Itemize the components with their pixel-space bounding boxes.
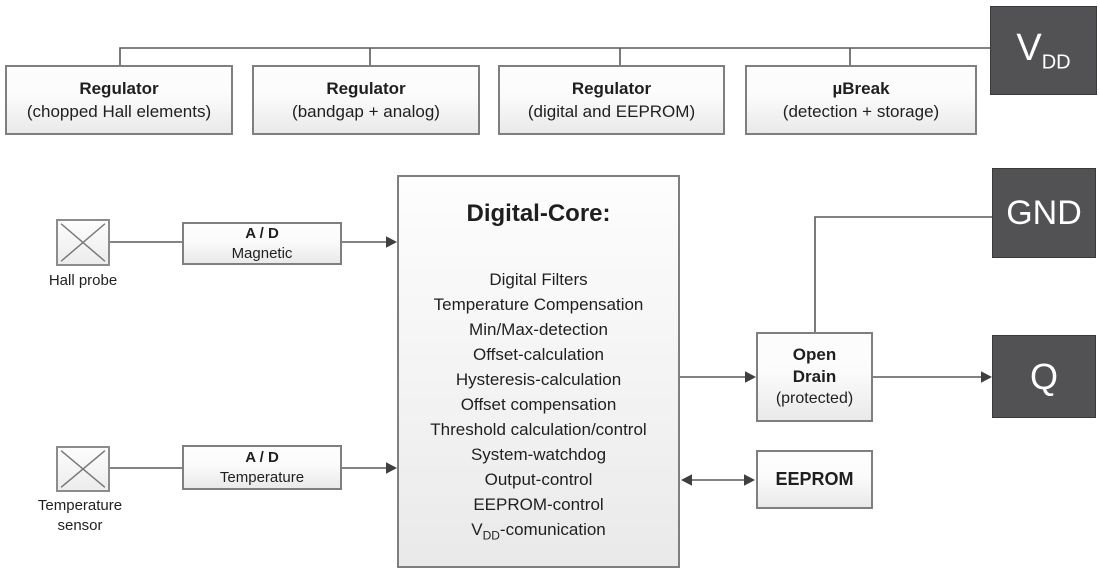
regulator-digital-title: Regulator xyxy=(571,79,652,98)
core-function-output-control: Output-control xyxy=(484,470,593,489)
digital-core-function-list: Digital Filters Temperature Compensation… xyxy=(399,267,678,548)
hall-probe-icon xyxy=(56,219,110,266)
core-function-temp-compensation: Temperature Compensation xyxy=(433,295,644,314)
vdd-pin-label: VDD xyxy=(1016,26,1071,74)
gnd-pin-label: GND xyxy=(1006,193,1082,232)
vdd-bus-line xyxy=(119,47,990,65)
digital-core-box: Digital-Core: Digital Filters Temperatur… xyxy=(397,175,680,568)
regulator-bandgap-box: Regulator (bandgap + analog) xyxy=(252,65,480,135)
regulator-digital-subtitle: (digital and EEPROM) xyxy=(527,102,696,121)
core-function-threshold-control: Threshold calculation/control xyxy=(430,420,647,439)
ubreak-box: µBreak (detection + storage) xyxy=(745,65,977,135)
adc-magnetic-title: A / D xyxy=(245,224,279,242)
q-pin-label: Q xyxy=(1029,355,1058,397)
q-pin: Q xyxy=(992,335,1096,418)
regulator-hall-subtitle: (chopped Hall elements) xyxy=(26,102,212,121)
regulator-hall-title: Regulator xyxy=(79,79,159,98)
arrowhead-adc-temp-to-core xyxy=(386,462,397,474)
temperature-sensor-label-line2: sensor xyxy=(57,517,103,534)
core-function-vdd-comunication: VDD-comunication xyxy=(471,520,606,543)
arrowhead-open-drain-to-q xyxy=(981,371,992,383)
adc-magnetic-box: A / D Magnetic xyxy=(182,222,342,265)
ubreak-subtitle: (detection + storage) xyxy=(782,102,940,121)
ubreak-title: µBreak xyxy=(832,79,890,98)
core-function-system-watchdog: System-watchdog xyxy=(470,445,607,464)
wire-open-drain-to-gnd xyxy=(814,216,992,332)
open-drain-line1: Open xyxy=(792,345,837,364)
open-drain-line3: (protected) xyxy=(775,390,854,407)
regulator-bandgap-subtitle: (bandgap + analog) xyxy=(292,102,440,121)
gnd-pin: GND xyxy=(992,168,1096,258)
adc-temperature-title: A / D xyxy=(245,448,279,466)
core-function-eeprom-control: EEPROM-control xyxy=(473,495,604,514)
core-function-digital-filters: Digital Filters xyxy=(489,270,588,289)
eeprom-label: EEPROM xyxy=(775,469,854,489)
regulator-hall-box: Regulator (chopped Hall elements) xyxy=(5,65,233,135)
arrowhead-core-to-open-drain xyxy=(745,371,756,383)
regulator-digital-box: Regulator (digital and EEPROM) xyxy=(498,65,725,135)
temperature-sensor-label: Temperature sensor xyxy=(10,496,150,536)
arrowhead-adc-magnetic-to-core xyxy=(386,236,397,248)
adc-temperature-subtitle: Temperature xyxy=(219,468,305,486)
regulator-bandgap-title: Regulator xyxy=(326,79,406,98)
adc-magnetic-subtitle: Magnetic xyxy=(231,244,293,262)
core-function-minmax-detection: Min/Max-detection xyxy=(469,320,608,339)
open-drain-line2: Drain xyxy=(792,367,837,386)
adc-temperature-box: A / D Temperature xyxy=(182,445,342,490)
hall-probe-label: Hall probe xyxy=(48,272,118,289)
digital-core-title: Digital-Core: xyxy=(466,200,611,227)
open-drain-box: Open Drain (protected) xyxy=(756,332,873,422)
temperature-sensor-x-glyph xyxy=(60,450,106,488)
arrowhead-core-to-eeprom xyxy=(744,474,755,486)
arrowhead-eeprom-to-core xyxy=(681,474,692,486)
hall-probe-x-glyph xyxy=(60,223,106,262)
core-function-hysteresis-calculation: Hysteresis-calculation xyxy=(455,370,622,389)
core-function-offset-compensation: Offset compensation xyxy=(460,395,617,414)
eeprom-box: EEPROM xyxy=(756,450,873,509)
temperature-sensor-label-line1: Temperature xyxy=(37,497,123,514)
vdd-pin: VDD xyxy=(990,6,1097,95)
core-function-offset-calculation: Offset-calculation xyxy=(472,345,605,364)
temperature-sensor-icon xyxy=(56,446,110,492)
